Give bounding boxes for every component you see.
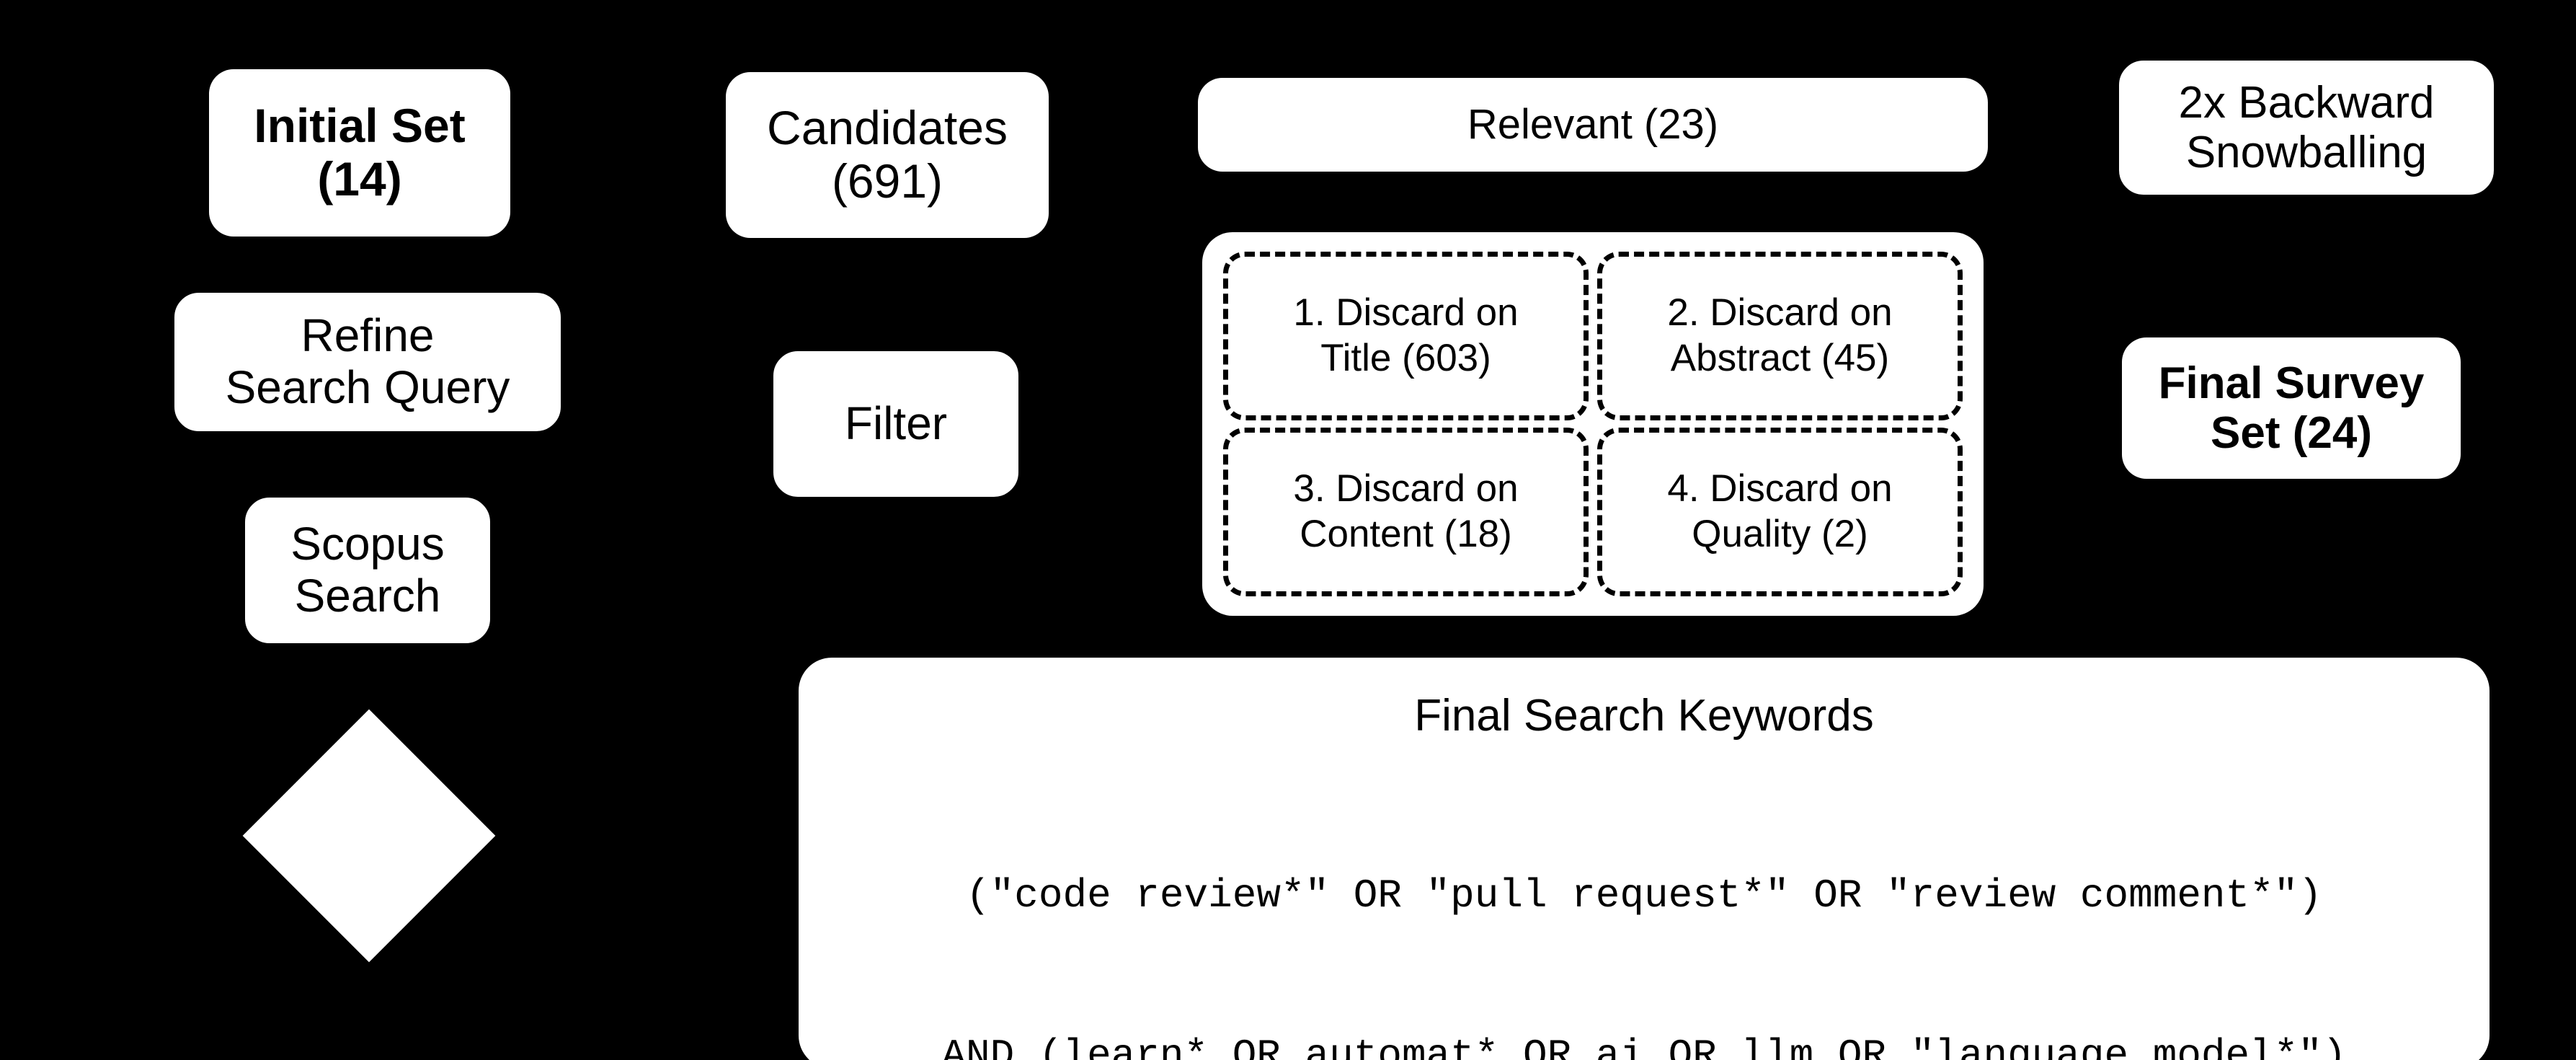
node-scopus-search[interactable]: Scopus Search bbox=[245, 498, 490, 643]
node-candidates[interactable]: Candidates (691) bbox=[726, 72, 1049, 238]
refine-query-line2: Search Query bbox=[225, 361, 510, 413]
node-relevant[interactable]: Relevant (23) bbox=[1198, 78, 1988, 172]
node-initial-set[interactable]: Initial Set (14) bbox=[209, 69, 510, 237]
discard-abstract-line2: Abstract (45) bbox=[1670, 337, 1890, 379]
refine-query-line1: Refine bbox=[301, 309, 435, 362]
backward-snowballing-line1: 2x Backward bbox=[2178, 77, 2435, 128]
node-refine-search-query[interactable]: Refine Search Query bbox=[174, 293, 561, 431]
final-survey-set-line1: Final Survey bbox=[2158, 358, 2425, 408]
discard-quality-line2: Quality (2) bbox=[1692, 513, 1868, 555]
discard-box-quality[interactable]: 4. Discard on Quality (2) bbox=[1597, 428, 1963, 596]
candidates-line2: (691) bbox=[831, 154, 943, 208]
candidates-line1: Candidates bbox=[767, 101, 1008, 155]
discard-title-line1: 1. Discard on bbox=[1293, 291, 1519, 335]
final-search-keywords-panel: Final Search Keywords ("code review*" OR… bbox=[799, 658, 2490, 1060]
final-survey-set-line2: Set (24) bbox=[2211, 408, 2372, 458]
discard-box-abstract[interactable]: 2. Discard on Abstract (45) bbox=[1597, 252, 1963, 420]
keywords-panel-title: Final Search Keywords bbox=[1414, 691, 1874, 741]
decision-diamond-icon[interactable] bbox=[242, 709, 496, 963]
discard-box-content[interactable]: 3. Discard on Content (18) bbox=[1223, 428, 1589, 596]
discard-quality-line1: 4. Discard on bbox=[1667, 467, 1893, 511]
filter-label: Filter bbox=[844, 397, 948, 450]
discard-content-line1: 3. Discard on bbox=[1293, 467, 1519, 511]
scopus-search-line1: Scopus bbox=[290, 518, 445, 570]
discard-content-line2: Content (18) bbox=[1300, 513, 1512, 555]
keywords-query-block: ("code review*" OR "pull request*" OR "r… bbox=[941, 763, 2346, 1060]
discard-abstract-line1: 2. Discard on bbox=[1667, 291, 1893, 335]
discard-group-container: 1. Discard on Title (603) 2. Discard on … bbox=[1202, 232, 1984, 616]
backward-snowballing-line2: Snowballing bbox=[2185, 128, 2428, 177]
node-backward-snowballing[interactable]: 2x Backward Snowballing bbox=[2119, 61, 2494, 195]
node-final-survey-set[interactable]: Final Survey Set (24) bbox=[2122, 337, 2461, 479]
keywords-query-line1: ("code review*" OR "pull request*" OR "r… bbox=[966, 872, 2322, 919]
keywords-query-line2: AND (learn* OR automat* OR ai OR llm OR … bbox=[941, 1032, 2347, 1060]
node-filter[interactable]: Filter bbox=[773, 351, 1018, 497]
relevant-label: Relevant (23) bbox=[1467, 100, 1719, 148]
discard-title-line2: Title (603) bbox=[1320, 337, 1491, 379]
discard-box-title[interactable]: 1. Discard on Title (603) bbox=[1223, 252, 1589, 420]
initial-set-line1: Initial Set bbox=[254, 99, 466, 153]
scopus-search-line2: Search bbox=[294, 570, 441, 622]
initial-set-line2: (14) bbox=[317, 152, 402, 206]
